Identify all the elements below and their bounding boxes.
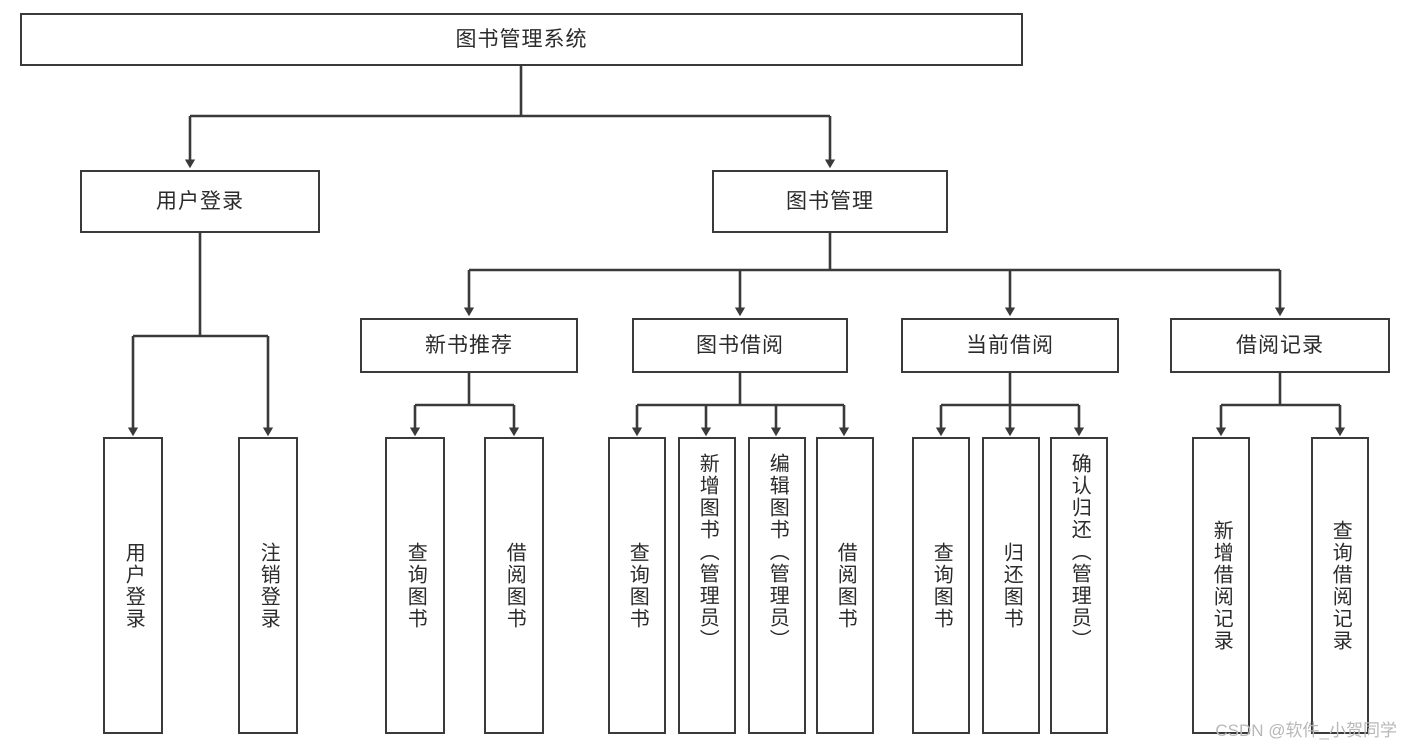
node-label: 查询借阅记录 bbox=[1329, 519, 1352, 652]
node-label: 图书管理 bbox=[786, 190, 874, 213]
node-label: 查询图书 bbox=[404, 541, 427, 630]
node-label: 用户登录 bbox=[156, 190, 244, 213]
node-leaf-edit-book[interactable]: 编辑图书（管理员） bbox=[748, 437, 806, 734]
node-leaf-borrow-book-1[interactable]: 借阅图书 bbox=[484, 437, 544, 734]
node-leaf-borrow-book-2[interactable]: 借阅图书 bbox=[816, 437, 874, 734]
node-label: 借阅记录 bbox=[1236, 334, 1324, 357]
node-label: 注销登录 bbox=[257, 541, 280, 630]
node-leaf-user-login[interactable]: 用户登录 bbox=[103, 437, 163, 734]
node-label: 用户登录 bbox=[122, 541, 145, 630]
node-book-manage[interactable]: 图书管理 bbox=[712, 170, 948, 233]
node-label: 查询图书 bbox=[930, 541, 953, 630]
node-label: 图书管理系统 bbox=[455, 28, 588, 51]
node-label: 借阅图书 bbox=[834, 541, 857, 630]
node-leaf-query-book-1[interactable]: 查询图书 bbox=[385, 437, 445, 734]
node-leaf-query-book-3[interactable]: 查询图书 bbox=[912, 437, 970, 734]
node-label: 编辑图书（管理员） bbox=[766, 453, 789, 651]
node-book-borrow[interactable]: 图书借阅 bbox=[632, 318, 848, 373]
node-leaf-return-book[interactable]: 归还图书 bbox=[982, 437, 1040, 734]
node-label: 确认归还（管理员） bbox=[1068, 453, 1091, 651]
node-leaf-logout-login[interactable]: 注销登录 bbox=[238, 437, 298, 734]
node-leaf-query-book-2[interactable]: 查询图书 bbox=[608, 437, 666, 734]
node-new-book-recommend[interactable]: 新书推荐 bbox=[360, 318, 578, 373]
node-label: 借阅图书 bbox=[503, 541, 526, 630]
node-label: 查询图书 bbox=[626, 541, 649, 630]
node-label: 新书推荐 bbox=[425, 334, 513, 357]
node-label: 新增图书（管理员） bbox=[696, 453, 719, 651]
node-current-borrow[interactable]: 当前借阅 bbox=[901, 318, 1119, 373]
node-leaf-add-book[interactable]: 新增图书（管理员） bbox=[678, 437, 736, 734]
node-borrow-record[interactable]: 借阅记录 bbox=[1170, 318, 1390, 373]
node-leaf-confirm-return[interactable]: 确认归还（管理员） bbox=[1050, 437, 1108, 734]
node-label: 归还图书 bbox=[1000, 541, 1023, 630]
csdn-watermark: CSDN @软件_小贺同学 bbox=[1215, 721, 1397, 740]
node-label: 当前借阅 bbox=[966, 334, 1054, 357]
node-leaf-query-borrow-record[interactable]: 查询借阅记录 bbox=[1311, 437, 1369, 734]
node-label: 图书借阅 bbox=[696, 334, 784, 357]
node-user-login[interactable]: 用户登录 bbox=[80, 170, 320, 233]
node-leaf-add-borrow-record[interactable]: 新增借阅记录 bbox=[1192, 437, 1250, 734]
node-root-system[interactable]: 图书管理系统 bbox=[20, 13, 1023, 66]
node-label: 新增借阅记录 bbox=[1210, 519, 1233, 652]
